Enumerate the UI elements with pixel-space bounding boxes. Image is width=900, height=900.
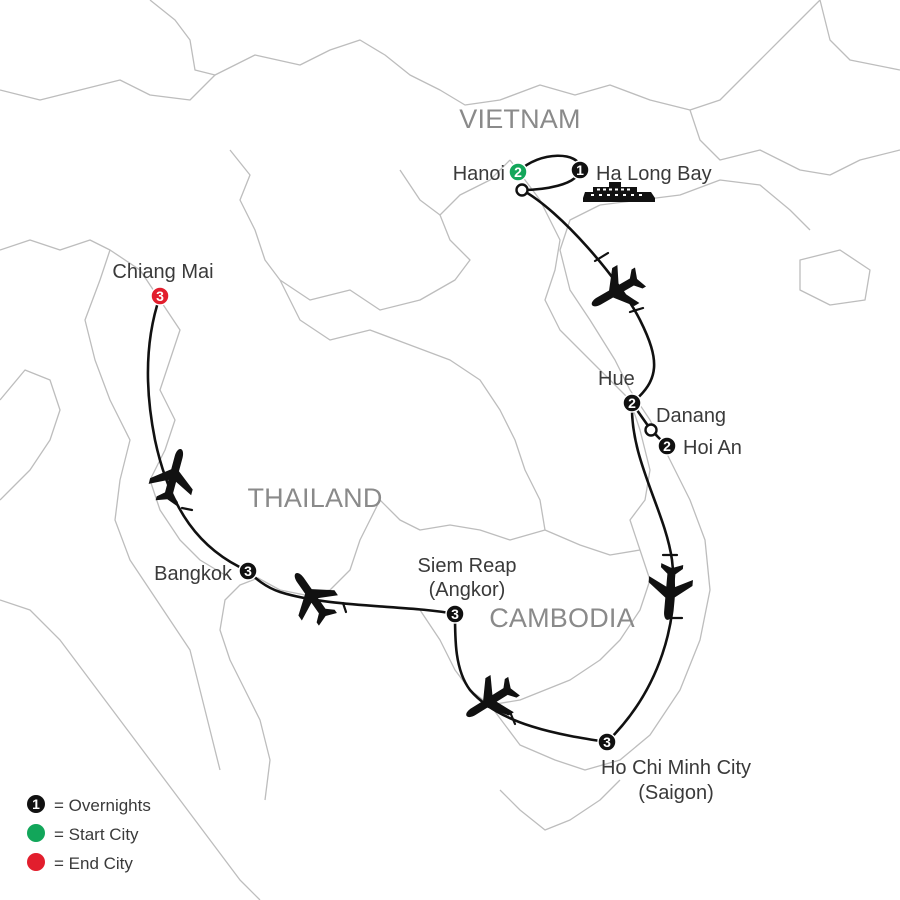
border-thai-cambodia [379,499,641,556]
marker-hanoi: 2 [508,162,528,182]
city-label-hoi-an: Hoi An [683,437,742,459]
border-burma-laos [229,149,511,311]
city-label-hue: Hue [598,368,635,390]
airplane-icon [581,257,652,325]
country-label-vietnam: VIETNAM [459,104,580,134]
route-hue-saigon [605,401,675,744]
border-cambodia-vietnam [489,549,651,706]
city-label-angkor: (Angkor) [429,579,506,601]
marker-hue: 2 [622,393,642,413]
city-markers: 2 1 2 2 3 3 3 3 [150,160,677,752]
legend-end-label: = End City [54,854,133,873]
airplane-icon [145,443,203,509]
svg-text:1: 1 [576,162,584,178]
city-label-ha-long-bay: Ha Long Bay [596,163,712,185]
city-label-chiang-mai: Chiang Mai [112,261,213,283]
legend: 1 = Overnights = Start City = End City [27,795,151,873]
legend-end-marker [27,853,45,871]
border-northwest [0,74,216,101]
marker-siem-reap: 3 [445,604,465,624]
city-label-hanoi: Hanoi [453,163,505,185]
marker-hanoi-via [515,183,529,197]
route-tick [180,506,194,512]
border-china-north [149,0,821,111]
city-label-bangkok: Bangkok [154,563,233,585]
airplane-icon [645,562,695,622]
coast-hainan [799,249,871,306]
ship-icon [583,182,655,202]
city-label-ho-chi-minh-city: Ho Chi Minh City [601,757,751,779]
svg-text:3: 3 [451,606,459,622]
border-east-china [819,0,900,71]
svg-text:2: 2 [628,395,636,411]
marker-halong-bay: 1 [570,160,590,180]
route [146,154,684,744]
coast-andaman [0,369,61,501]
border-burma-west [0,239,221,771]
coast-cambodia [419,609,491,706]
country-label-cambodia: CAMBODIA [489,603,635,633]
legend-overnights-marker: 1 [27,795,45,813]
border-thai-laos [279,279,546,531]
coast-mekong [499,779,621,831]
svg-text:2: 2 [514,164,522,180]
city-labels: Hanoi Ha Long Bay Hue Danang Hoi An Ho C… [112,163,751,804]
legend-start-marker [27,824,45,842]
airplane-icon [277,560,346,632]
marker-bangkok: 3 [238,561,258,581]
marker-danang [644,423,658,437]
marker-hoi-an: 2 [657,436,677,456]
border-laos-vietnam [509,159,651,551]
route-saigon-siemreap [453,612,609,744]
svg-text:3: 3 [244,563,252,579]
route-bangkok-chiangmai [146,294,250,573]
transport-icons [145,182,695,735]
svg-text:3: 3 [156,288,164,304]
marker-ho-chi-minh-city: 3 [597,732,617,752]
legend-start-label: = Start City [54,825,139,844]
svg-text:1: 1 [32,796,40,812]
border-laos-inner [399,169,441,216]
marker-chiang-mai: 3 [150,286,170,306]
route-tick [593,251,610,263]
route-siemreap-bangkok [246,569,457,616]
coast-vietnam-south [489,204,711,771]
country-labels: VIETNAM THAILAND CAMBODIA [247,104,634,633]
city-label-siem-reap: Siem Reap [418,555,517,577]
coast-thai-gulf [219,499,381,801]
svg-text:3: 3 [603,734,611,750]
city-label-danang: Danang [656,405,726,427]
border-china-east [689,109,900,176]
legend-overnights-label: = Overnights [54,796,151,815]
route-hanoi-hue [520,188,656,405]
city-label-saigon: (Saigon) [638,782,714,804]
country-label-thailand: THAILAND [247,483,382,513]
svg-text:2: 2 [663,438,671,454]
coast-burma-south [0,599,261,900]
route-tick [341,601,348,614]
route-tick [628,306,645,314]
